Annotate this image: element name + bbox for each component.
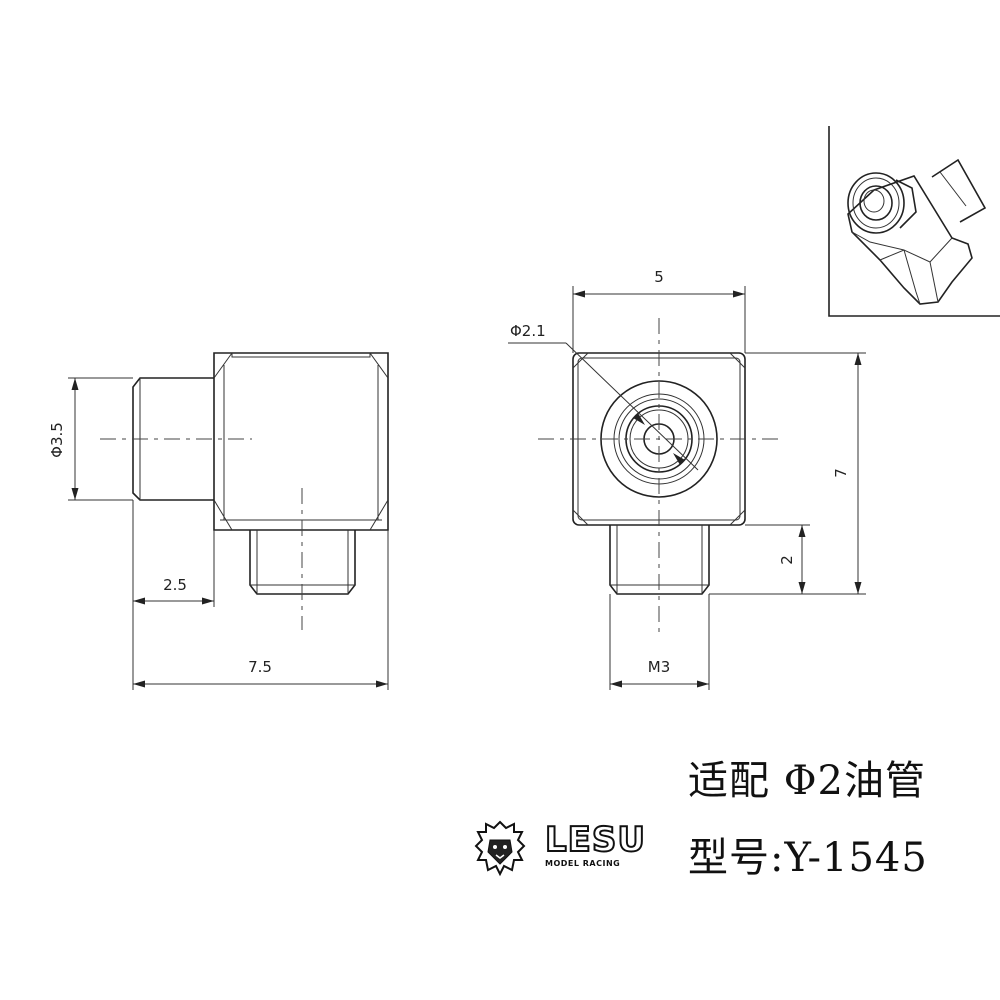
brand-tagline: MODEL RACING xyxy=(545,859,621,868)
front-thread-length-label: 2 xyxy=(778,555,796,565)
side-view: Φ3.5 2.5 7.5 xyxy=(48,352,389,690)
front-bore-label: Φ2.1 xyxy=(510,322,546,340)
isometric-inset xyxy=(828,126,1000,317)
fit-caption: 适配 Φ2油管 xyxy=(688,758,926,804)
side-total-length-label: 7.5 xyxy=(248,658,272,676)
side-short-length-label: 2.5 xyxy=(163,576,187,594)
side-diameter-label: Φ3.5 xyxy=(48,422,66,458)
front-width-label: 5 xyxy=(654,268,664,286)
brand-logo: LESU MODEL RACING xyxy=(544,820,655,868)
front-view: 5 Φ2.1 7 2 M3 xyxy=(508,268,866,690)
front-thread-label: M3 xyxy=(648,658,671,676)
brand-name: LESU xyxy=(544,820,646,860)
front-height-label: 7 xyxy=(832,468,850,478)
model-caption: 型号:Y-1545 xyxy=(688,835,928,881)
lion-head-icon xyxy=(474,820,526,877)
